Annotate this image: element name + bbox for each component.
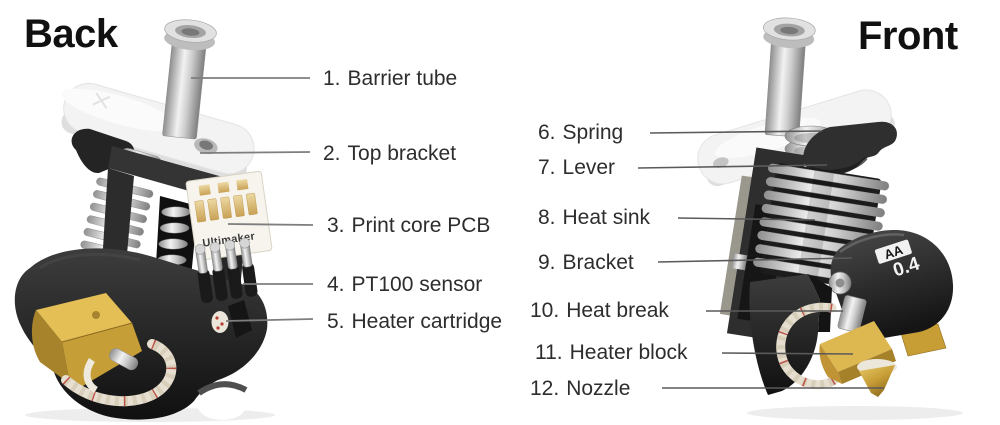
- leader-line-8: [677, 217, 816, 221]
- label-heat-break: 10. Heat break: [530, 300, 669, 322]
- leader-line-3: [227, 223, 314, 226]
- label-text: Heat break: [566, 299, 669, 322]
- label-text: Top bracket: [347, 142, 457, 165]
- back-braided-wire: [61, 339, 177, 407]
- leader-line-2: [199, 151, 311, 154]
- label-number: 2.: [323, 142, 341, 165]
- label-heat-sink: 8. Heat sink: [538, 207, 650, 229]
- label-number: 6.: [538, 121, 556, 144]
- label-number: 3.: [327, 214, 345, 237]
- label-barrier-tube: 1. Barrier tube: [323, 68, 457, 90]
- leader-line-9: [657, 257, 853, 263]
- front-bolt: [828, 271, 852, 295]
- label-number: 10.: [530, 299, 560, 322]
- label-number: 1.: [323, 67, 341, 90]
- leader-line-6: [649, 130, 823, 134]
- label-number: 7.: [538, 156, 556, 179]
- label-heater-cartridge: 5. Heater cartridge: [327, 311, 502, 333]
- material-tag-text: AA: [882, 242, 905, 262]
- label-text: Bracket: [562, 251, 634, 274]
- label-lever: 7. Lever: [538, 157, 615, 179]
- label-number: 11.: [535, 341, 563, 364]
- label-number: 12.: [530, 377, 560, 400]
- heater-cartridge-tip: [211, 311, 229, 333]
- front-view-photo: AA 0.4: [697, 17, 963, 420]
- label-pt100-sensor: 4. PT100 sensor: [327, 274, 482, 296]
- label-spring: 6. Spring: [538, 122, 623, 144]
- label-text: Nozzle: [566, 377, 631, 400]
- front-shadow: [747, 406, 963, 420]
- back-heater-block: [31, 293, 142, 390]
- label-text: PT100 sensor: [351, 273, 483, 296]
- label-number: 4.: [327, 273, 345, 296]
- top-bracket-part: [61, 82, 255, 181]
- back-view-title: Back: [24, 12, 118, 56]
- leader-line-7: [637, 164, 828, 169]
- label-text: Heat sink: [562, 206, 651, 229]
- pt100-sensor-wires: [194, 237, 258, 304]
- label-text: Heater cartridge: [351, 310, 503, 333]
- label-text: Heater block: [569, 341, 688, 364]
- label-nozzle: 12. Nozzle: [530, 378, 630, 400]
- leader-line-11: [721, 352, 854, 355]
- leader-line-5: [225, 318, 314, 322]
- label-print-core-pcb: 3. Print core PCB: [327, 215, 490, 237]
- label-number: 8.: [538, 206, 556, 229]
- front-view-title: Front: [858, 14, 958, 58]
- label-heater-block: 11. Heater block: [535, 342, 688, 364]
- label-text: Print core PCB: [351, 214, 491, 237]
- label-text: Barrier tube: [347, 67, 458, 90]
- back-view-photo: Ultimaker: [14, 19, 275, 422]
- label-text: Spring: [562, 121, 624, 144]
- label-top-bracket: 2. Top bracket: [323, 143, 456, 165]
- front-barrier-tube: [763, 17, 816, 138]
- barrier-tube-part: [162, 19, 217, 140]
- nozzle-part: [857, 359, 897, 397]
- label-number: 9.: [538, 251, 556, 274]
- label-text: Lever: [562, 156, 616, 179]
- label-number: 5.: [327, 310, 345, 333]
- label-bracket: 9. Bracket: [538, 252, 634, 274]
